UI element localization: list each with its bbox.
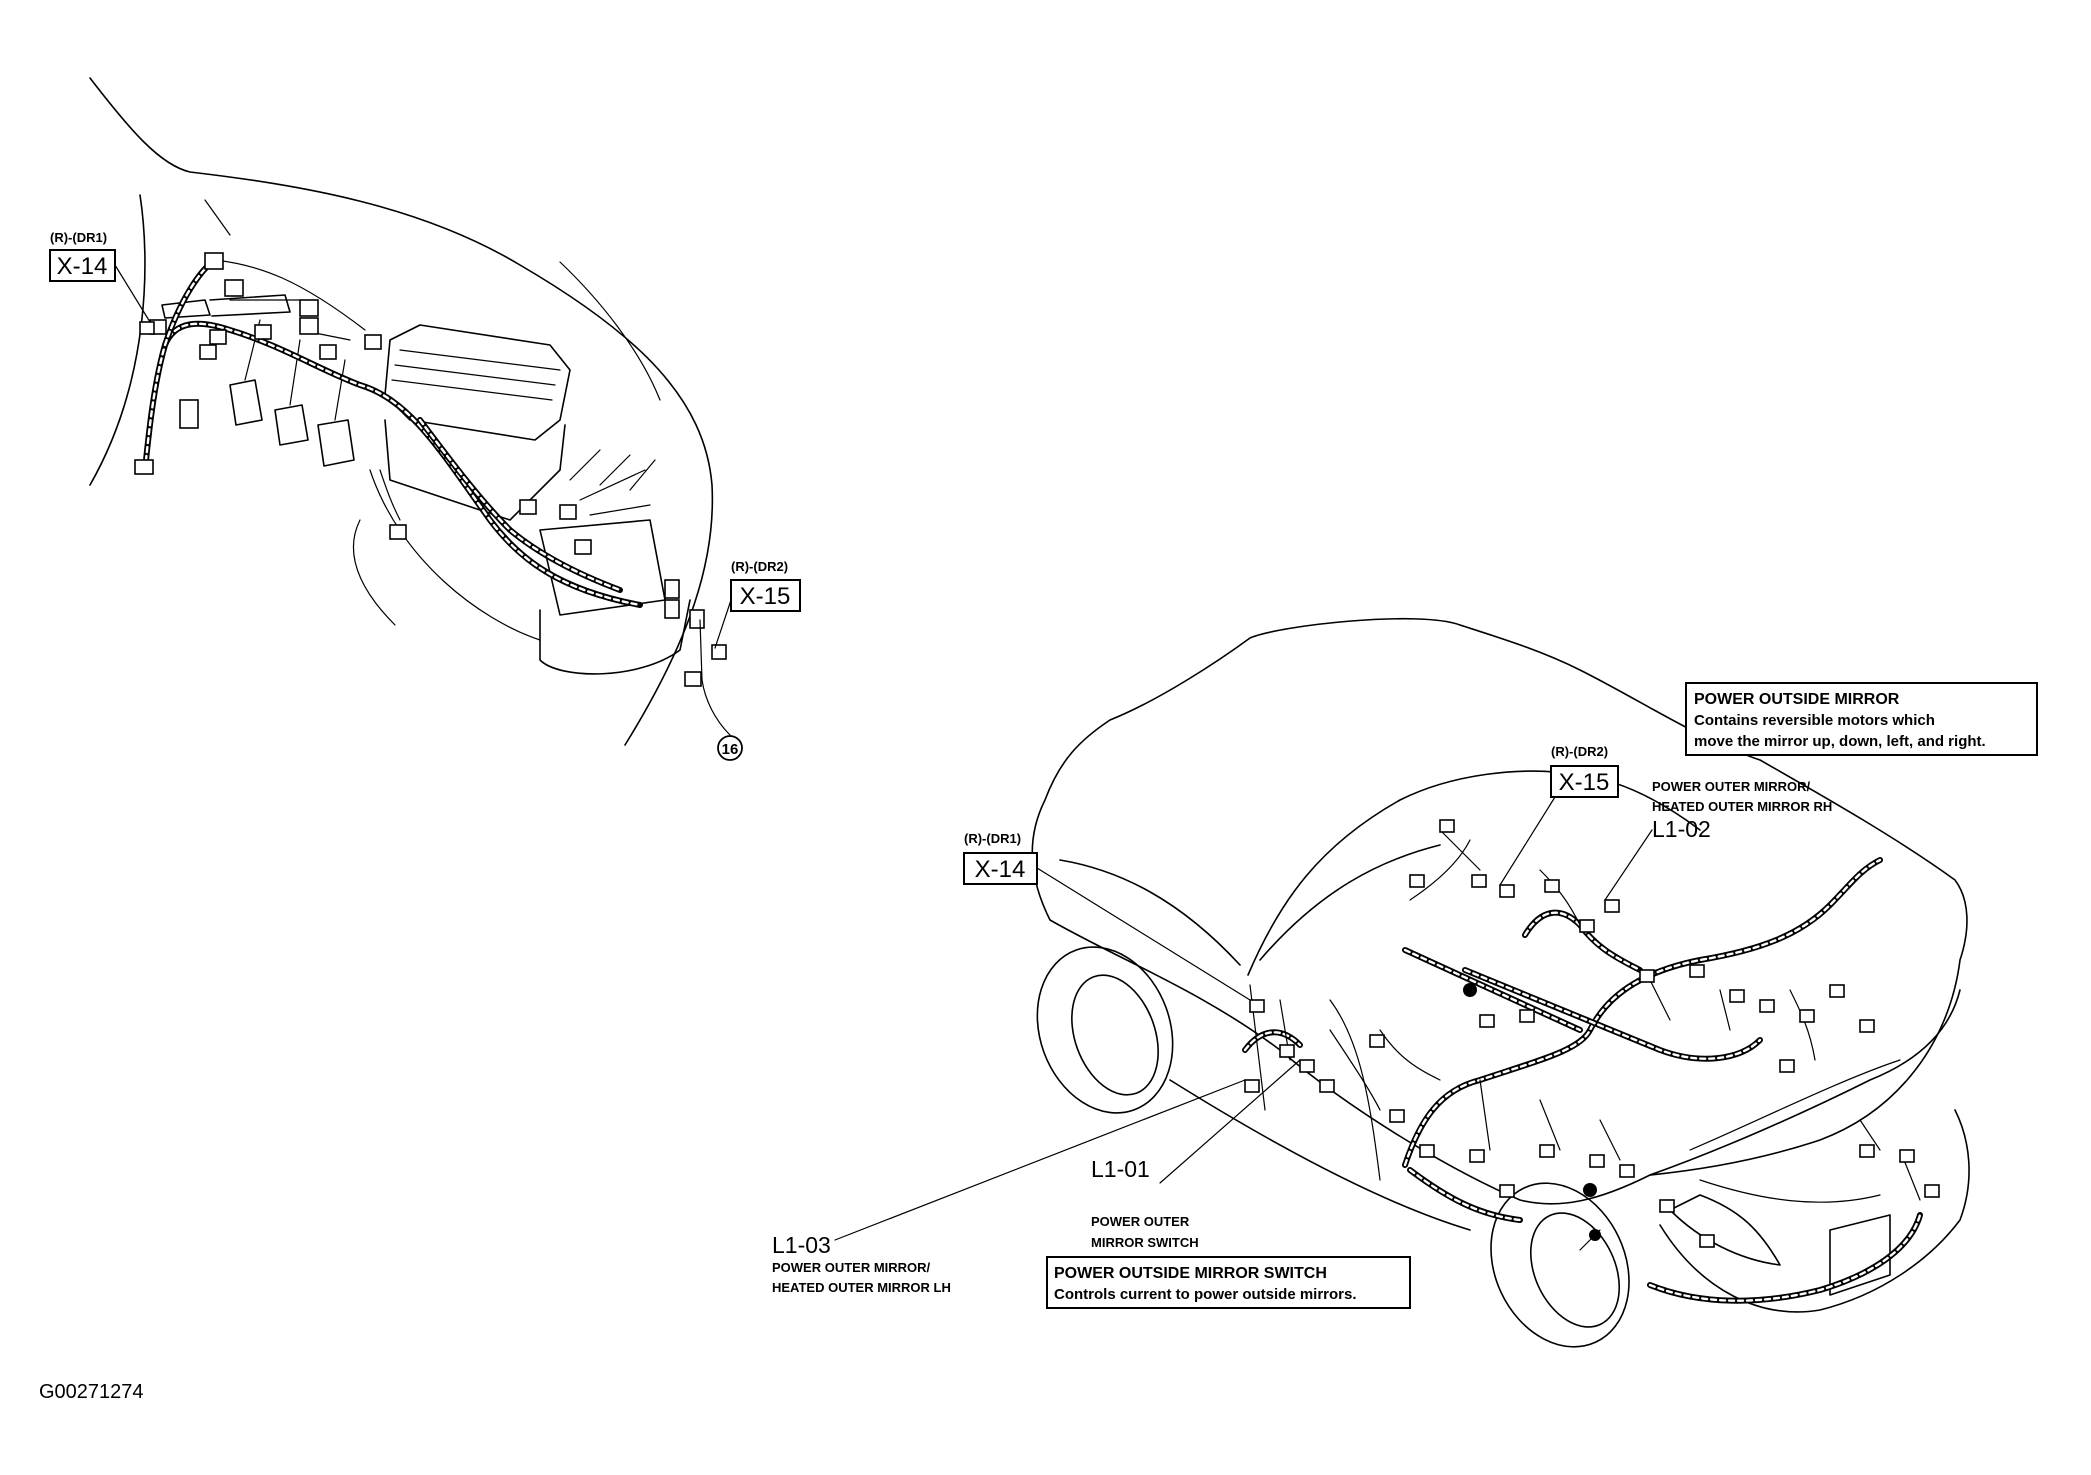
car-x15-sub-label: (R)-(DR2)	[1551, 744, 1608, 759]
pedal	[274, 404, 309, 446]
connector-block	[134, 459, 154, 475]
l1-01-desc-line1: POWER OUTER	[1091, 1214, 1190, 1229]
vent-grille	[569, 449, 656, 516]
connector-block	[209, 329, 227, 345]
top-x14-box	[49, 249, 116, 282]
car-x14-sub-label: (R)-(DR1)	[964, 831, 1021, 846]
dash-lower-curve	[369, 469, 541, 641]
top-x15-leader	[714, 599, 732, 649]
dash-lower-curve	[352, 519, 396, 626]
connector-block	[139, 321, 155, 335]
ground-point-label: 16	[722, 741, 739, 758]
car-x15-box	[1550, 765, 1619, 798]
note-mirror-title: POWER OUTSIDE MIRROR	[1694, 691, 1900, 708]
l1-01-leader	[1159, 1059, 1301, 1184]
windshield	[1247, 770, 1701, 976]
top-x14-leader	[114, 264, 151, 323]
roofline	[1259, 844, 1441, 961]
connector-block	[711, 644, 727, 660]
floor-tunnel	[539, 599, 691, 675]
car-x14-box	[963, 852, 1038, 885]
connector-block	[574, 539, 592, 555]
connector-block	[689, 609, 705, 629]
rear-deck	[1649, 989, 1961, 1176]
connector-block	[254, 324, 272, 340]
roof-harness	[1462, 967, 1763, 1062]
top-x15-code: X-15	[740, 583, 791, 610]
connector-block	[389, 524, 407, 540]
connector-block	[199, 344, 217, 360]
connector-block	[299, 317, 319, 335]
door-wire	[699, 619, 731, 736]
dash-inner-line	[559, 261, 661, 401]
pedal	[317, 419, 355, 467]
l1-02-desc-line2: HEATED OUTER MIRROR RH	[1652, 799, 1832, 814]
rear-wheel-inner	[1529, 1212, 1621, 1328]
dash-branch-wire	[214, 259, 401, 521]
connector-block	[204, 252, 224, 270]
top-x14-code: X-14	[57, 253, 108, 280]
l1-03-code: L1-03	[772, 1232, 831, 1258]
front-wheel	[1036, 946, 1174, 1114]
note-mirror-line1: Contains reversible motors which	[1694, 712, 1935, 729]
note-switch-title: POWER OUTSIDE MIRROR SWITCH	[1054, 1265, 1327, 1282]
l1-02-leader	[1604, 829, 1653, 901]
car-view: (R)-(DR1) X-14 (R)-(DR2) X-15 POWER OUTE…	[772, 617, 1970, 1348]
dashboard-view: 16 (R)-(DR1) X-14 (R)-(DR2) X-15	[49, 77, 801, 761]
car-connectors	[1244, 819, 1940, 1248]
note-mirror-line2: move the mirror up, down, left, and righ…	[1694, 733, 1986, 750]
top-x15-box	[730, 579, 801, 612]
center-panel	[539, 519, 666, 616]
l1-01-code: L1-01	[1091, 1156, 1150, 1182]
car-x14-leader	[1036, 867, 1251, 1001]
car-body-outline	[1031, 617, 1968, 1205]
connector-block	[684, 671, 702, 687]
trunk-lid	[1689, 1059, 1901, 1203]
license-area	[1829, 1214, 1891, 1296]
note-switch-line1: Controls current to power outside mirror…	[1054, 1286, 1357, 1303]
console-ribs	[391, 349, 561, 401]
l1-01-desc-line2: MIRROR SWITCH	[1091, 1235, 1199, 1250]
steering-column	[209, 294, 291, 317]
l1-02-code: L1-02	[1652, 816, 1711, 842]
door-line	[1249, 984, 1381, 1181]
figure-id: G00271274	[39, 1381, 144, 1403]
ground-point: 16	[717, 735, 743, 761]
front-wheel-inner	[1071, 974, 1159, 1096]
car-x14-code: X-14	[975, 856, 1026, 883]
l1-03-desc-line1: POWER OUTER MIRROR/	[772, 1260, 931, 1275]
top-x15-sub-label: (R)-(DR2)	[731, 559, 788, 574]
connector-block	[299, 299, 319, 317]
dash-outline	[89, 77, 714, 746]
l1-03-leader	[834, 1079, 1246, 1241]
rear-wheel	[1490, 1182, 1630, 1348]
connector-block	[664, 599, 680, 619]
connector-block	[224, 279, 244, 297]
connector-block	[519, 499, 537, 515]
note-power-outside-mirror: POWER OUTSIDE MIRROR Contains reversible…	[1685, 682, 2038, 756]
pedal	[229, 379, 263, 426]
l1-03-desc-line2: HEATED OUTER MIRROR LH	[772, 1280, 951, 1295]
car-x15-leader	[1499, 796, 1556, 886]
dash-inner-line	[204, 199, 231, 236]
rear-bumper	[1659, 1109, 1970, 1313]
tail-light-left	[1669, 1194, 1781, 1266]
note-power-outside-mirror-switch: POWER OUTSIDE MIRROR SWITCH Controls cur…	[1046, 1256, 1411, 1309]
connector-block	[364, 334, 382, 350]
connector-block	[664, 579, 680, 599]
l1-02-desc-line1: POWER OUTER MIRROR/	[1652, 779, 1811, 794]
connector-block	[319, 344, 337, 360]
connector-block	[559, 504, 577, 520]
lower-console	[384, 419, 566, 521]
steering-column	[161, 299, 211, 319]
rocker-panel	[1169, 1079, 1471, 1231]
hood-line	[1059, 859, 1241, 966]
top-x14-sub-label: (R)-(DR1)	[50, 230, 107, 245]
connector-block	[179, 399, 199, 429]
car-x15-code: X-15	[1559, 769, 1610, 796]
